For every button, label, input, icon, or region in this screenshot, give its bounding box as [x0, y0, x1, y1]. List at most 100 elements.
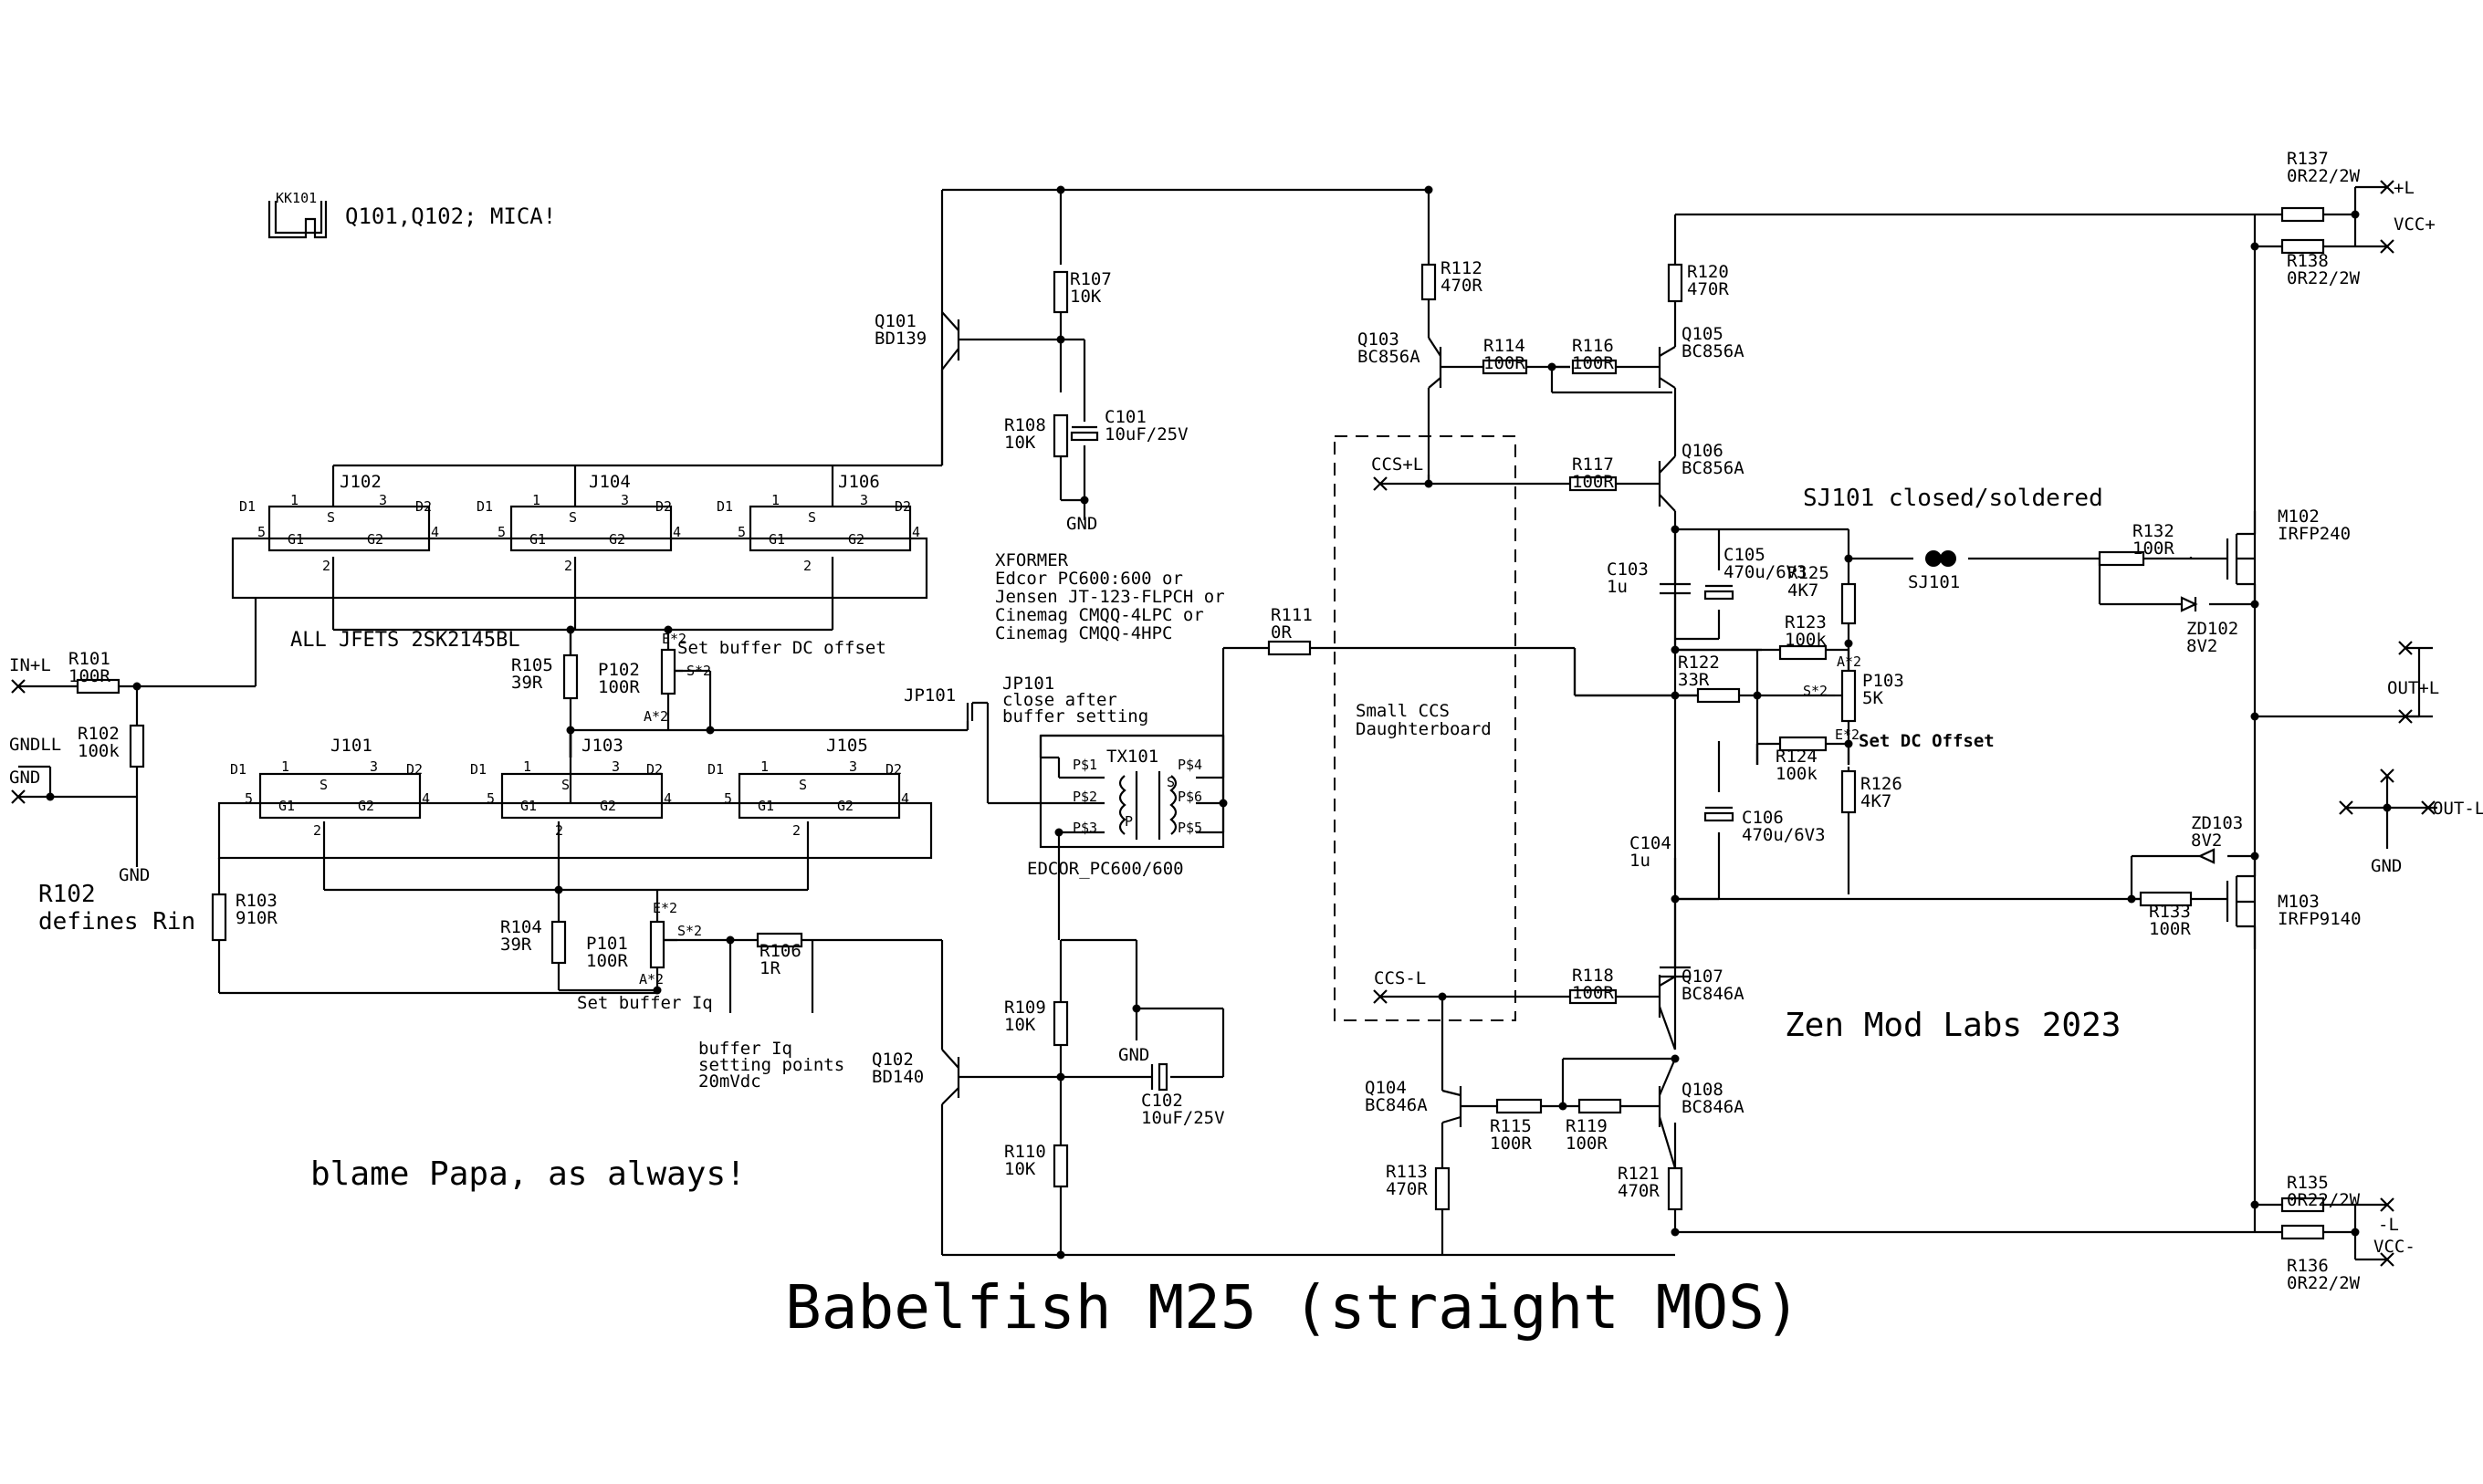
component-q106-ref: Q106 — [1682, 441, 1723, 461]
component-r103-ref: R103 — [236, 891, 278, 911]
jfet-pin-3: 3 — [370, 758, 378, 775]
terminals — [11, 180, 2436, 1267]
component-r110-ref: R110 — [1004, 1142, 1046, 1162]
note-jp101-2: buffer setting — [1002, 706, 1148, 726]
jfet-pin-4: 4 — [912, 524, 920, 540]
jfet-pin-s: S — [569, 509, 577, 526]
jfet-pin-1: 1 — [532, 492, 540, 508]
jfet-j104: J104 — [589, 472, 631, 492]
pot-pin-s: S*2 — [677, 923, 702, 939]
component-r138-value: 0R22/2W — [2287, 268, 2361, 288]
note-jp101-0: JP101 — [1002, 674, 1054, 694]
component-c102-ref: C102 — [1141, 1091, 1183, 1111]
jfet-pin-4: 4 — [673, 524, 681, 540]
component-r119-value: 100R — [1566, 1134, 1608, 1154]
component-r111-ref: R111 — [1271, 605, 1313, 625]
component-q107-value: BC846A — [1682, 984, 1744, 1004]
component-m103-value: IRFP9140 — [2278, 909, 2362, 929]
component-r117-ref: R117 — [1572, 455, 1614, 475]
component-r137-ref: R137 — [2287, 149, 2329, 169]
jfet-pin-4: 4 — [664, 790, 672, 807]
tx-ps1: P$1 — [1073, 757, 1097, 773]
note-iq-1: setting points — [698, 1055, 844, 1075]
component-r120-ref: R120 — [1687, 262, 1729, 282]
component-c103-ref: C103 — [1607, 559, 1649, 580]
component-r126-value: 4K7 — [1860, 791, 1891, 811]
note-blame: blame Papa, as always! — [310, 1155, 746, 1193]
jfet-pin-s: S — [320, 777, 328, 793]
jfet-pin-2: 2 — [313, 822, 321, 839]
component-r105-value: 39R — [511, 673, 543, 693]
component-p103-ref: P103 — [1862, 671, 1904, 691]
pot-pin-a: A*2 — [639, 971, 664, 988]
component-r118-value: 100R — [1572, 983, 1614, 1003]
component-c101-value: 10uF/25V — [1105, 424, 1189, 444]
component-c104-value: 1u — [1629, 851, 1650, 871]
pot-pin-s: S*2 — [1803, 683, 1828, 699]
component-r108-value: 10K — [1004, 433, 1036, 453]
jfet-j102: J102 — [340, 472, 382, 492]
jfet-pin-d2: D2 — [655, 498, 672, 515]
credit-label: Zen Mod Labs 2023 — [1785, 1007, 2121, 1044]
component-r104-ref: R104 — [500, 917, 542, 937]
component-r120-value: 470R — [1687, 279, 1729, 299]
jfet-pin-3: 3 — [621, 492, 629, 508]
jfet-pin-2: 2 — [322, 558, 330, 574]
note-dc-offset: Set DC Offset — [1859, 731, 1995, 751]
component-zd102-ref: ZD102 — [2186, 619, 2238, 639]
net-in-l: IN+L — [9, 655, 51, 675]
net-ccs-plus: CCS+L — [1371, 455, 1423, 475]
component-r106-ref: R106 — [760, 941, 801, 961]
component-r116-ref: R116 — [1572, 336, 1614, 356]
capacitors — [1070, 425, 1734, 1092]
pot-pin-e: E*2 — [1835, 726, 1860, 743]
net-m-l: -L — [2378, 1215, 2399, 1235]
jfet-pin-3: 3 — [849, 758, 857, 775]
component-q101-value: BD139 — [875, 329, 927, 349]
component-r132-ref: R132 — [2132, 521, 2174, 541]
transformer — [1039, 734, 1225, 849]
jfet-pin-d2: D2 — [646, 761, 663, 778]
jumper-ref: JP101 — [904, 685, 956, 705]
jfet-pin-g2: G2 — [600, 798, 616, 814]
component-r103-value: 910R — [236, 908, 278, 928]
tx-s: S — [1167, 774, 1175, 790]
note-jp101-1: close after — [1002, 690, 1117, 710]
component-r107-value: 10K — [1070, 287, 1102, 307]
component-q101-ref: Q101 — [875, 311, 917, 331]
jfet-pin-s: S — [799, 777, 807, 793]
jfet-j105: J105 — [826, 736, 868, 756]
note-xformer-2: Jensen JT-123-FLPCH or — [995, 587, 1225, 607]
jfet-pin-2: 2 — [792, 822, 801, 839]
jfet-pin-3: 3 — [860, 492, 868, 508]
component-r118-ref: R118 — [1572, 966, 1614, 986]
note-rin-1: R102 — [38, 881, 96, 908]
ccs-daughterboard-outline — [1334, 435, 1516, 1021]
jfet-pin-2: 2 — [555, 822, 563, 839]
component-q104-value: BC846A — [1365, 1095, 1428, 1115]
component-r115-value: 100R — [1490, 1134, 1532, 1154]
component-m103-ref: M103 — [2278, 892, 2320, 912]
jfet-pin-3: 3 — [612, 758, 620, 775]
component-r124-value: 100k — [1776, 764, 1818, 784]
component-sj101-ref: SJ101 — [1908, 572, 1960, 592]
wires — [18, 185, 2437, 1261]
component-r115-ref: R115 — [1490, 1116, 1532, 1136]
component-m102-ref: M102 — [2278, 507, 2320, 527]
component-r121-value: 470R — [1618, 1181, 1660, 1201]
jfet-pin-2: 2 — [564, 558, 572, 574]
component-zd103-value: 8V2 — [2191, 831, 2222, 851]
component-r112-value: 470R — [1441, 276, 1482, 296]
note-iq-2: 20mVdc — [698, 1071, 761, 1092]
jfet-pin-5: 5 — [487, 790, 495, 807]
component-q102-value: BD140 — [872, 1067, 924, 1087]
component-r124-ref: R124 — [1776, 747, 1818, 767]
jfet-pin-5: 5 — [257, 524, 266, 540]
component-r107-ref: R107 — [1070, 269, 1112, 289]
component-q108-value: BC846A — [1682, 1097, 1744, 1117]
component-r138-ref: R138 — [2287, 251, 2329, 271]
pot-pin-a: A*2 — [1837, 653, 1861, 670]
jfet-pin-3: 3 — [379, 492, 387, 508]
